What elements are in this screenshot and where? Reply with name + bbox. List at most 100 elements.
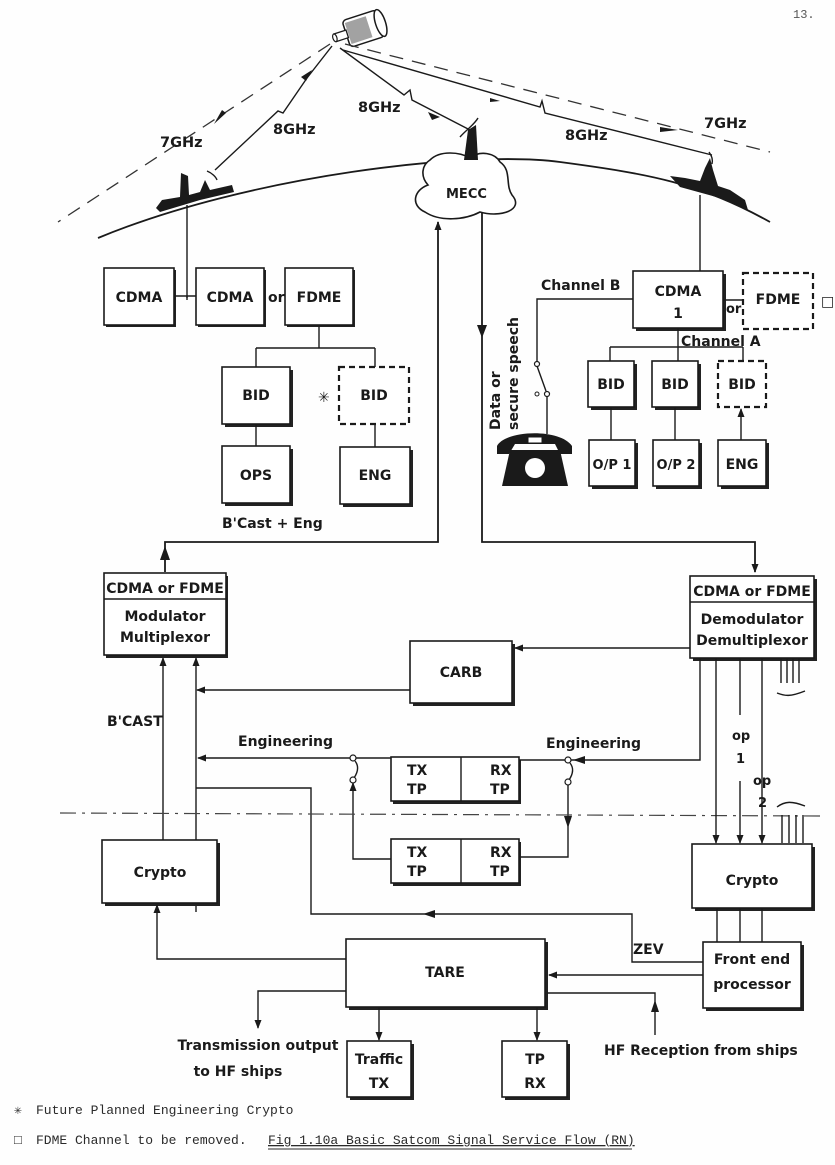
- mecc-8ghz-label: 8GHz: [358, 100, 401, 116]
- crypto-right-label: Crypto: [726, 873, 779, 889]
- tp-bot-rx-tp: TP: [490, 864, 510, 880]
- left-bid-eng-label: BID: [360, 388, 388, 404]
- channel-b-label: Channel B: [541, 278, 620, 294]
- engineering-right-label: Engineering: [546, 736, 641, 752]
- right-bid3-label: BID: [728, 377, 756, 393]
- op2-box: [652, 439, 700, 487]
- right-fdme-box-removed: [741, 271, 815, 331]
- right-cdma-box: [632, 270, 724, 329]
- engineering-right-arrow: [573, 756, 585, 764]
- left-bid-ops-label: BID: [242, 388, 270, 404]
- right-switch-contact-lower: [564, 778, 572, 786]
- left-cdma-label: CDMA: [116, 290, 163, 306]
- footer-square-marker: □: [14, 1133, 22, 1148]
- demod-engineering-line: [571, 658, 701, 761]
- carb-box: [409, 640, 513, 704]
- op1-box: [588, 439, 636, 487]
- right-fdme-label: FDME: [756, 292, 801, 308]
- tp-top-rx-tp: TP: [490, 782, 510, 798]
- channel-a-label: Channel A: [681, 334, 761, 350]
- right-eng-label: ENG: [726, 457, 759, 473]
- right-ship-icon: [670, 151, 748, 210]
- tp-rx-box: [501, 1040, 568, 1098]
- satellite-icon: [332, 8, 388, 48]
- left-switch-contact-icon[interactable]: [349, 754, 357, 762]
- traffic-label: Traffic: [355, 1052, 403, 1068]
- tp-bot-tx-tp: TP: [407, 864, 427, 880]
- zev-label: ZEV: [633, 942, 664, 958]
- left-7ghz-arrowhead: [214, 110, 226, 124]
- left-switch-contact-lower: [349, 776, 357, 784]
- crypto-right-box: [691, 843, 813, 909]
- mecc-8ghz-link: [339, 47, 471, 131]
- tp-bot-rx: RX: [490, 845, 512, 861]
- right-bid1-box: [587, 360, 635, 408]
- right-7ghz-arrowhead: [660, 127, 678, 132]
- footer-note-future-crypto: Future Planned Engineering Crypto: [36, 1103, 293, 1118]
- op2-stream-number: 2: [758, 796, 767, 811]
- telephone-icon: [497, 433, 572, 486]
- tprx-rx-label: RX: [524, 1076, 546, 1092]
- left-ship-icon: [156, 170, 234, 212]
- right-switch-down-arrow: [564, 816, 572, 828]
- zev-arrow: [423, 910, 435, 918]
- carb-label: CARB: [440, 665, 483, 681]
- data-label-line1: Data or: [488, 371, 504, 430]
- asterisk-marker: ✳: [318, 390, 330, 406]
- modulator-multiplexor-box: [103, 572, 227, 656]
- hf-reception-arrow: [651, 1000, 659, 1012]
- tp-top-tx-tp: TP: [407, 782, 427, 798]
- modulator-header: CDMA or FDME: [106, 581, 224, 597]
- hf-reception-line: [547, 992, 656, 1035]
- left-or-label: or: [268, 290, 285, 306]
- crypto-to-fep-lines: [716, 908, 763, 942]
- hf-reception-label: HF Reception from ships: [604, 1043, 798, 1059]
- right-8ghz-link: [342, 49, 713, 156]
- mecc-label: MECC: [446, 187, 487, 202]
- left-bid-eng-box-planned: [337, 365, 411, 426]
- data-secure-speech-label: Data or secure speech: [488, 317, 522, 430]
- crypto-spare-lines: [781, 815, 804, 843]
- right-bid2-label: BID: [661, 377, 689, 393]
- left-fdme-branch: [255, 325, 376, 368]
- switch-to-tp-bot-rx: [519, 785, 569, 858]
- spare-brace-top: [776, 690, 806, 697]
- engineering-left-label: Engineering: [238, 734, 333, 750]
- left-eng-box: [339, 446, 411, 505]
- right-cdma-label: CDMA: [655, 284, 702, 300]
- demodulator-demultiplexor-box: [689, 575, 815, 659]
- tp-pair-bottom: [390, 838, 520, 884]
- modulator-line2: Multiplexor: [120, 630, 210, 646]
- fep-line2: processor: [713, 977, 791, 993]
- switch-contact-icon: [533, 360, 541, 368]
- right-eng-box: [717, 439, 767, 487]
- left-cdma-box: [103, 267, 175, 326]
- left-switch-blade[interactable]: [353, 760, 359, 779]
- left-8ghz-label: 8GHz: [273, 122, 316, 138]
- front-end-processor-box: [702, 941, 802, 1009]
- tare-label: TARE: [425, 965, 465, 981]
- tp-top-tx: TX: [407, 763, 428, 779]
- figure-caption: Fig 1.10a Basic Satcom Signal Service Fl…: [268, 1133, 635, 1148]
- data-down-arrow: [477, 325, 487, 338]
- right-switch-contact-icon[interactable]: [564, 756, 572, 764]
- tp-pair-top: [390, 756, 520, 802]
- right-cdma-number: 1: [673, 306, 683, 322]
- square-marker: □: [821, 294, 834, 310]
- tp-top-rx: RX: [490, 763, 512, 779]
- tprx-tp-label: TP: [525, 1052, 545, 1068]
- left-cdma-or-label: CDMA: [207, 290, 254, 306]
- tp-bot-tx: TX: [407, 845, 428, 861]
- right-7ghz-downlink: [344, 43, 771, 153]
- op1-stream-label: op: [732, 729, 750, 744]
- left-cdma-or-box: [195, 267, 265, 326]
- left-8ghz-uplink: [214, 45, 333, 171]
- right-switch-blade[interactable]: [568, 762, 574, 781]
- tare-box: [345, 938, 546, 1008]
- mecc-8ghz-arrowhead: [428, 112, 440, 120]
- traffic-tx-box: [346, 1040, 412, 1098]
- op1-stream-number: 1: [736, 752, 745, 767]
- op1-label: O/P 1: [593, 458, 632, 473]
- downlink-trunk: [481, 212, 759, 573]
- switch-contact-open: [534, 391, 540, 397]
